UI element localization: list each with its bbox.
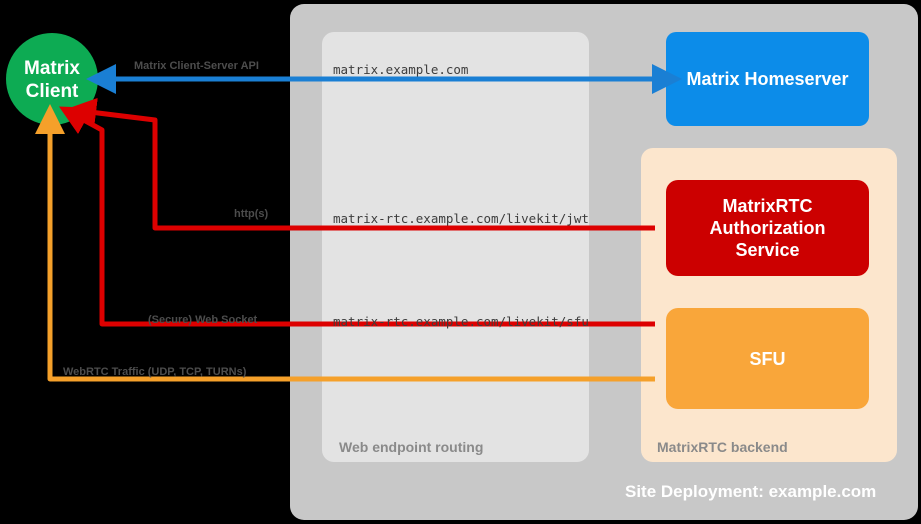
matrix-homeserver-box[interactable] [666, 32, 869, 126]
endpoint-livekit-sfu-label: matrix-rtc.example.com/livekit/sfu [333, 314, 589, 329]
connector-label-https: http(s) [234, 208, 269, 220]
connector-https [66, 97, 655, 231]
sfu-box[interactable] [666, 308, 869, 409]
connector-label-secure-web-socket: (Secure) Web Socket [148, 314, 258, 326]
web-endpoint-routing-panel [322, 32, 589, 462]
matrixrtc-backend-caption: MatrixRTC backend [657, 439, 788, 455]
web-endpoint-routing-caption: Web endpoint routing [339, 439, 484, 455]
connector-label-webrtc-traffic: WebRTC Traffic (UDP, TCP, TURNs) [63, 366, 247, 378]
site-deployment-caption: Site Deployment: example.com [625, 482, 877, 501]
matrix-client-circle[interactable] [6, 33, 98, 125]
endpoint-matrix-label: matrix.example.com [333, 62, 469, 77]
matrixrtc-authorization-service-box[interactable] [666, 180, 869, 276]
connector-label-matrix-client-server-api: Matrix Client-Server API [134, 60, 259, 72]
connector-secure-web-socket [58, 106, 655, 327]
endpoint-livekit-jwt-label: matrix-rtc.example.com/livekit/jwt [333, 211, 589, 226]
connector-webrtc-traffic [35, 104, 655, 382]
